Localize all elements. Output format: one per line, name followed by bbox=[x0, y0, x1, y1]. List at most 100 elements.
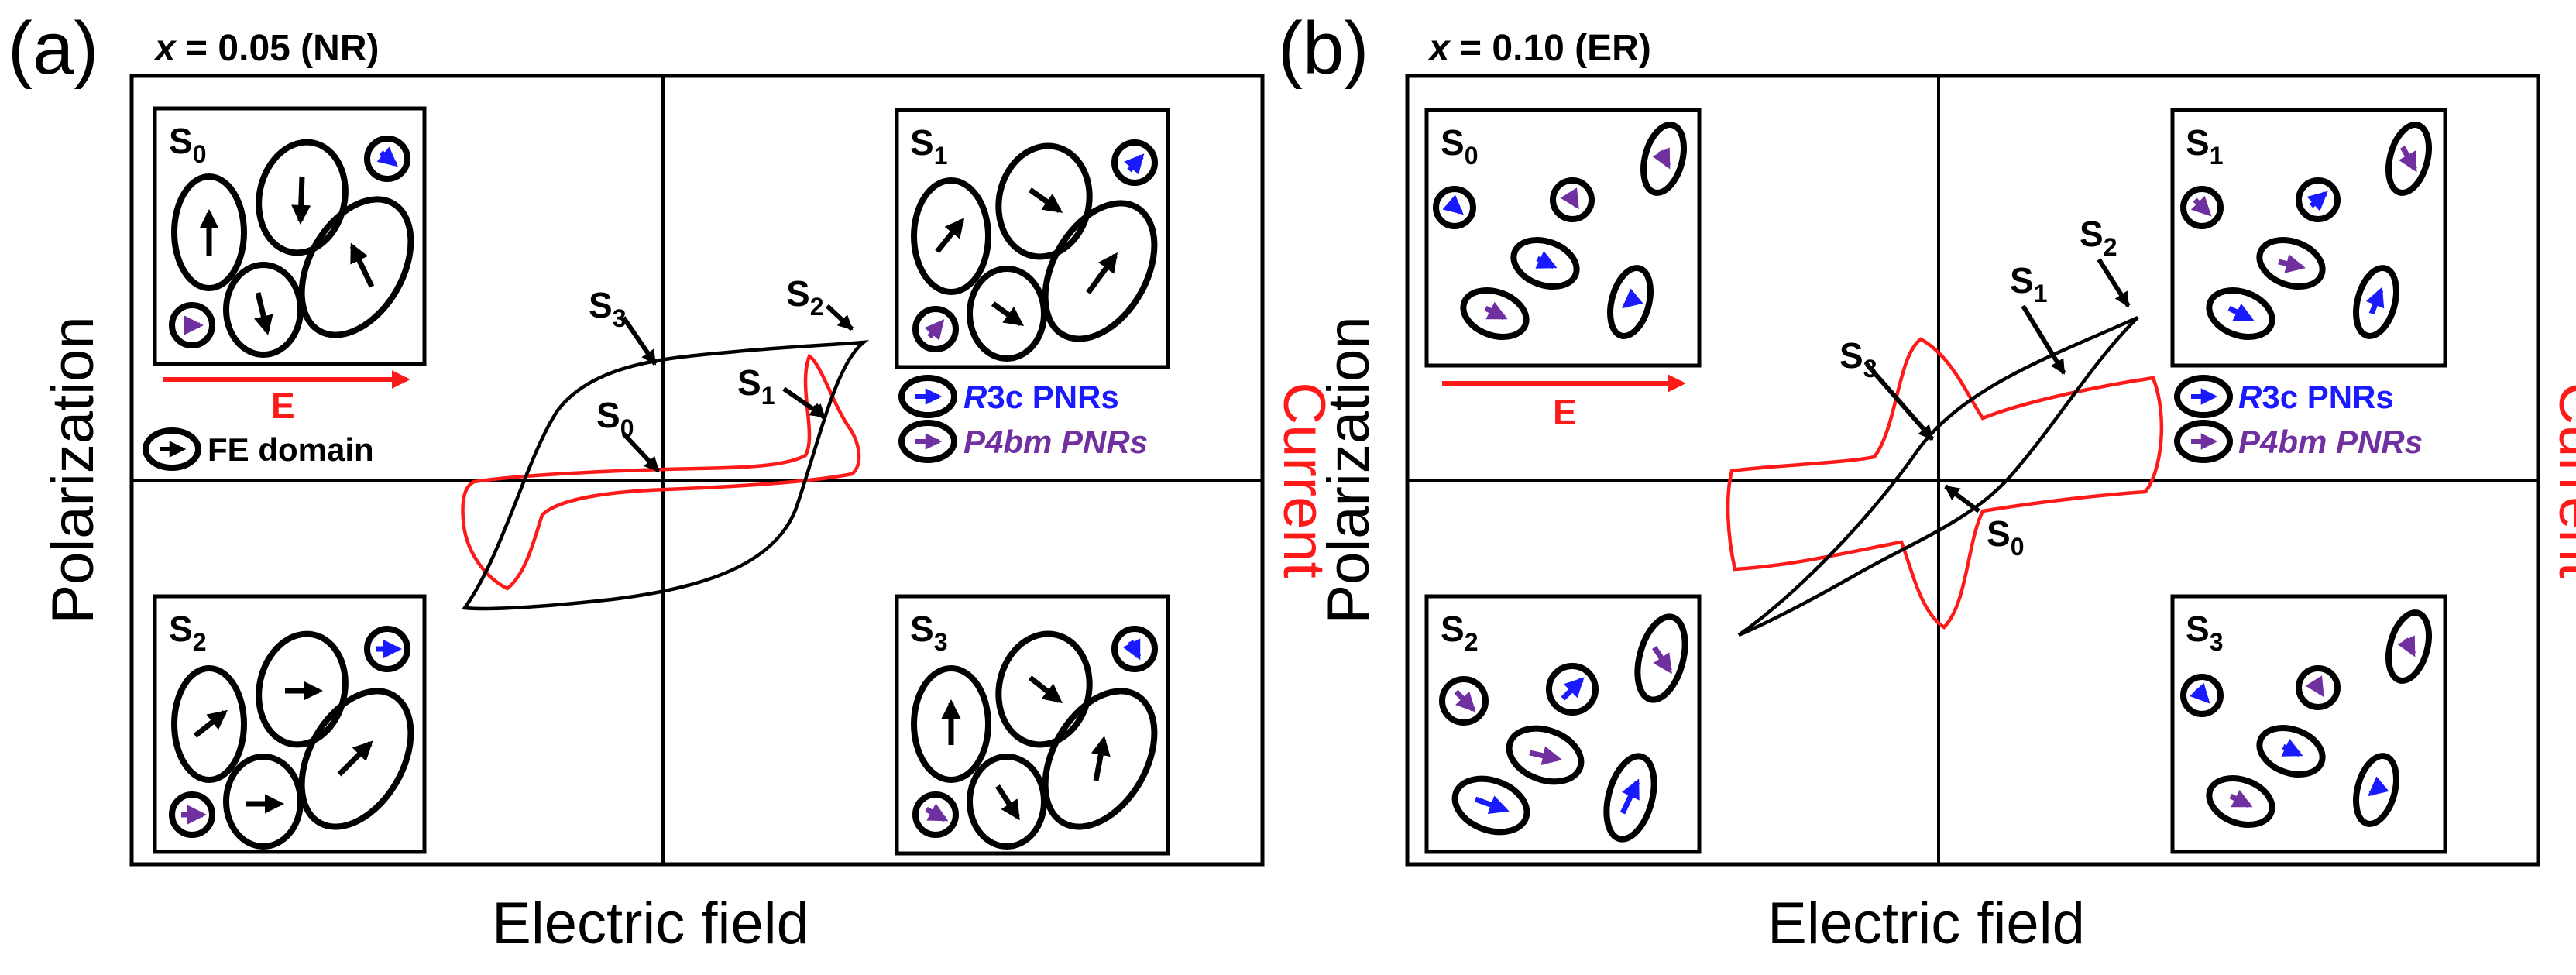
fe-arrow-icon bbox=[991, 301, 1025, 326]
inset-s2-a: S2 bbox=[153, 594, 427, 854]
plot-frame-b bbox=[1405, 74, 2540, 867]
current-loop-a bbox=[461, 353, 861, 591]
pointer-s1-a-line bbox=[782, 386, 826, 419]
polarization-loop-b bbox=[1737, 315, 2139, 637]
inset-title-s2-b: S2 bbox=[1441, 609, 1478, 656]
field-label-b: E bbox=[1553, 392, 1577, 432]
composition-header-b: x = 0.10 (ER) bbox=[1427, 28, 1651, 69]
fe-arrow-icon bbox=[1091, 736, 1111, 781]
fe-arrow-icon bbox=[1086, 252, 1118, 295]
plot-frame-a bbox=[129, 74, 1265, 867]
p4bm-arrow-icon bbox=[924, 319, 945, 341]
loop-state-s3-a: S3 bbox=[589, 285, 626, 332]
fe-arrow-icon bbox=[935, 218, 965, 254]
r3c-arrow-icon bbox=[1442, 194, 1464, 215]
inset-s0-b: S0 bbox=[1424, 108, 1702, 368]
panel-label-b: (b) bbox=[1278, 7, 1369, 90]
r3c-arrow-icon bbox=[1474, 795, 1510, 815]
pointer-s2-b bbox=[2097, 258, 2131, 307]
pointer-s3-b bbox=[1864, 362, 1935, 441]
current-axis-label-b: Current bbox=[2547, 382, 2576, 578]
inset-title-s1-a: S1 bbox=[910, 122, 947, 170]
fe-arrow-icon bbox=[291, 176, 311, 225]
p4bm-arrow-icon bbox=[1652, 147, 1671, 170]
r3c-arrow-icon bbox=[2365, 287, 2385, 315]
loop-state-s0-a: S0 bbox=[596, 395, 634, 442]
y-axis-label-a: Polarization bbox=[40, 316, 106, 623]
fe-arrow-icon bbox=[1028, 187, 1063, 213]
loop-state-s0-b: S0 bbox=[1987, 513, 2024, 561]
p4bm-arrow-icon bbox=[1652, 646, 1672, 675]
r3c-arrow-icon bbox=[1622, 288, 1643, 309]
r3c-arrow-icon bbox=[1122, 638, 1142, 661]
inset-title-s0-b: S0 bbox=[1441, 122, 1478, 170]
p4bm-arrow-icon bbox=[2305, 675, 2324, 698]
p4bm-arrow-icon bbox=[2190, 195, 2212, 217]
inset-s2-b: S2 bbox=[1424, 594, 1702, 854]
p4bm-arrow-icon bbox=[2399, 146, 2418, 173]
r3c-arrow-icon bbox=[1535, 250, 1558, 269]
legend-fe-label-a: FE domain bbox=[208, 431, 374, 468]
r3c-arrow-icon bbox=[376, 146, 398, 167]
p4bm-arrow-icon bbox=[2397, 635, 2416, 657]
panel-label-a: (a) bbox=[8, 7, 98, 90]
composition-header-a: x = 0.05 (NR) bbox=[153, 28, 379, 69]
x-axis-label-b: Electric field bbox=[1767, 891, 2085, 956]
loop-state-s2-b: S2 bbox=[2080, 214, 2117, 261]
current-axis-label-a: Current bbox=[1271, 382, 1337, 578]
legend-pnr-b: R3c PNRs P4bm PNRs bbox=[2174, 375, 2423, 463]
inset-title-s0-a: S0 bbox=[169, 121, 206, 168]
loop-state-s3-b: S3 bbox=[1839, 335, 1877, 383]
legend-r3c-label-a: R3c PNRs bbox=[963, 379, 1119, 415]
loop-state-s2-a: S2 bbox=[786, 273, 823, 321]
legend-pnr-a: R3c PNRs P4bm PNRs bbox=[898, 375, 1148, 463]
panel-b: (b) x = 0.10 (ER) Electric field Polariz… bbox=[1278, 7, 2576, 956]
r3c-arrow-icon bbox=[1619, 778, 1640, 815]
r3c-arrow-icon bbox=[1561, 677, 1585, 701]
r3c-arrow-icon bbox=[1124, 153, 1145, 175]
r3c-arrow-icon bbox=[2306, 191, 2328, 211]
field-label-a: E bbox=[271, 386, 295, 426]
fe-arrow-icon bbox=[193, 709, 228, 738]
legend-r3c-label-b: R3c PNRs bbox=[2238, 379, 2394, 415]
x-axis-label-a: Electric field bbox=[492, 891, 809, 956]
pointer-s0-b bbox=[1944, 484, 1980, 513]
p4bm-arrow-icon bbox=[1560, 187, 1579, 210]
r3c-arrow-icon bbox=[2227, 303, 2255, 322]
p4bm-arrow-icon bbox=[1484, 301, 1508, 321]
inset-s1-b: S1 bbox=[2170, 108, 2447, 368]
inset-title-s1-b: S1 bbox=[2186, 122, 2223, 170]
pointer-s0-a bbox=[621, 431, 661, 473]
r3c-arrow-icon bbox=[2368, 776, 2389, 797]
inset-s0-a: S0 bbox=[153, 106, 427, 366]
loop-state-s1-b: S1 bbox=[2010, 260, 2047, 307]
fe-arrow-icon bbox=[337, 740, 373, 777]
p4bm-arrow-icon bbox=[2229, 789, 2253, 808]
current-loop-b bbox=[1726, 337, 2164, 630]
y-axis-label-b: Polarization bbox=[1316, 316, 1382, 623]
panel-a: (a) x = 0.05 (NR) Electric field Polariz… bbox=[8, 7, 1337, 956]
loop-state-s1-a: S1 bbox=[737, 362, 775, 410]
r3c-arrow-icon bbox=[2190, 682, 2210, 704]
pointer-s2-a bbox=[825, 304, 854, 331]
polarization-loop-a bbox=[461, 340, 870, 611]
inset-s3-b: S3 bbox=[2170, 594, 2447, 854]
fe-arrow-icon bbox=[995, 784, 1020, 821]
pointer-s1-b bbox=[2021, 304, 2066, 375]
fe-arrow-icon bbox=[254, 292, 273, 335]
inset-s3-a: S3 bbox=[895, 594, 1170, 856]
inset-s1-a: S1 bbox=[895, 108, 1170, 369]
p4bm-arrow-icon bbox=[1454, 689, 1476, 712]
legend-fe-a: FE domain bbox=[143, 427, 374, 471]
pointer-s3-a bbox=[621, 316, 658, 366]
p4bm-arrow-icon bbox=[925, 803, 949, 822]
inset-title-s3-a: S3 bbox=[910, 609, 947, 656]
fe-arrow-icon bbox=[349, 242, 375, 288]
r3c-arrow-icon bbox=[2281, 738, 2303, 757]
p4bm-arrow-icon bbox=[1529, 746, 1562, 766]
inset-title-s2-a: S2 bbox=[169, 609, 206, 656]
legend-p4bm-label-b: P4bm PNRs bbox=[2238, 424, 2423, 460]
p4bm-arrow-icon bbox=[2278, 254, 2306, 273]
inset-title-s3-b: S3 bbox=[2186, 609, 2223, 656]
